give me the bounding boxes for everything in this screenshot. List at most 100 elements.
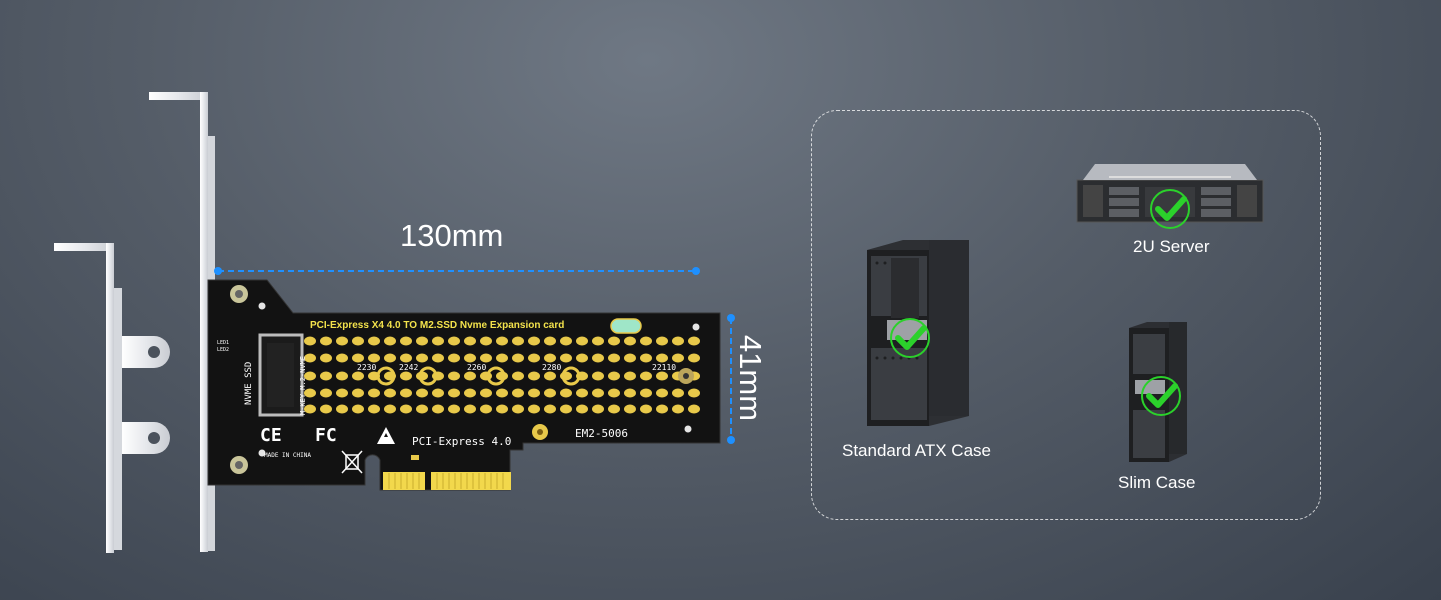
gold-pad (624, 404, 636, 414)
server-label: 2U Server (1133, 237, 1210, 256)
gold-pad (432, 336, 444, 346)
gold-pad (352, 371, 364, 381)
esd-warning-icon (377, 427, 395, 444)
gold-pad (544, 336, 556, 346)
gold-pad (528, 353, 540, 363)
expansion-card: PCI-Express X4 4.0 TO M2.SSD Nvme Expans… (207, 279, 721, 491)
atx-case-label: Standard ATX Case (842, 441, 991, 460)
gold-pad (608, 404, 620, 414)
gold-pad (480, 353, 492, 363)
gold-pad (560, 388, 572, 398)
gold-pad (512, 404, 524, 414)
gold-pad (320, 371, 332, 381)
gold-pad (384, 388, 396, 398)
gold-pad (432, 388, 444, 398)
gold-pad (528, 371, 540, 381)
ce-mark-icon: CE (260, 425, 282, 446)
fc-mark-icon: FC (315, 425, 337, 446)
gold-pad (352, 388, 364, 398)
gold-pad (512, 388, 524, 398)
height-dimension-line (727, 314, 735, 444)
mounting-hole-icon (230, 285, 248, 303)
gold-pad (368, 336, 380, 346)
gold-pad (688, 388, 700, 398)
gold-pad (464, 371, 476, 381)
gold-pad (544, 404, 556, 414)
gold-pad (352, 404, 364, 414)
compatibility-panel (811, 110, 1321, 520)
gold-pad (672, 404, 684, 414)
gold-pad (608, 353, 620, 363)
gold-pad (400, 353, 412, 363)
length-dimension-line (214, 267, 700, 275)
gold-pad (640, 404, 652, 414)
gold-pad (320, 404, 332, 414)
interface-label: PCI-Express 4.0 (412, 435, 511, 448)
gold-pad (464, 388, 476, 398)
gold-pad (576, 336, 588, 346)
gold-pad (352, 353, 364, 363)
gold-pad (448, 404, 460, 414)
gold-pad (640, 388, 652, 398)
gold-pad (560, 336, 572, 346)
gold-pad (512, 371, 524, 381)
size-mark-2260: 2260 (467, 363, 486, 372)
gold-pad (480, 404, 492, 414)
gold-pad (416, 353, 428, 363)
size-mark-2242: 2242 (399, 363, 418, 372)
mounting-hole-icon (230, 456, 248, 474)
gold-pad (304, 371, 316, 381)
gold-pad (592, 353, 604, 363)
check-icon (1150, 189, 1190, 229)
length-label: 130mm (400, 218, 504, 253)
gold-pad (496, 353, 508, 363)
gold-pad (576, 388, 588, 398)
gold-pad (464, 336, 476, 346)
gold-pad (416, 388, 428, 398)
gold-pad (688, 404, 700, 414)
size-mark-2230: 2230 (357, 363, 376, 372)
check-icon (1141, 376, 1181, 416)
gold-pad (608, 336, 620, 346)
gold-pad (496, 404, 508, 414)
gold-pad (336, 404, 348, 414)
gold-pad (512, 353, 524, 363)
gold-pad (592, 371, 604, 381)
gold-pad (640, 336, 652, 346)
model-label: EM2-5006 (575, 427, 628, 440)
low-profile-bracket (54, 243, 170, 553)
gold-pad (464, 353, 476, 363)
gold-pad (592, 336, 604, 346)
gold-pad (368, 404, 380, 414)
gold-pad (416, 336, 428, 346)
gold-pad (656, 404, 668, 414)
gold-pad (304, 404, 316, 414)
gold-pad (352, 336, 364, 346)
gold-pad (656, 353, 668, 363)
gold-pad (688, 336, 700, 346)
gold-pad (624, 336, 636, 346)
gold-pad (608, 388, 620, 398)
gold-pad (384, 353, 396, 363)
gold-pad (544, 388, 556, 398)
gold-pad (656, 336, 668, 346)
gold-pad (432, 404, 444, 414)
gold-pad (624, 353, 636, 363)
gold-pad (336, 353, 348, 363)
gold-pad (304, 336, 316, 346)
card-title: PCI-Express X4 4.0 TO M2.SSD Nvme Expans… (310, 320, 564, 331)
gold-pad (400, 336, 412, 346)
gold-pad (416, 404, 428, 414)
gold-pad (640, 371, 652, 381)
gold-pad (304, 353, 316, 363)
gold-pad (656, 371, 668, 381)
gold-pad (592, 404, 604, 414)
gold-pad (480, 336, 492, 346)
check-icon (890, 318, 930, 358)
made-in-label: MADE IN CHINA (264, 452, 311, 459)
gold-pad (640, 353, 652, 363)
gold-pad (624, 388, 636, 398)
nvme-vertical-label: NVME SSD (244, 362, 254, 405)
gold-pad (560, 404, 572, 414)
size-mark-22110: 22110 (652, 363, 676, 372)
